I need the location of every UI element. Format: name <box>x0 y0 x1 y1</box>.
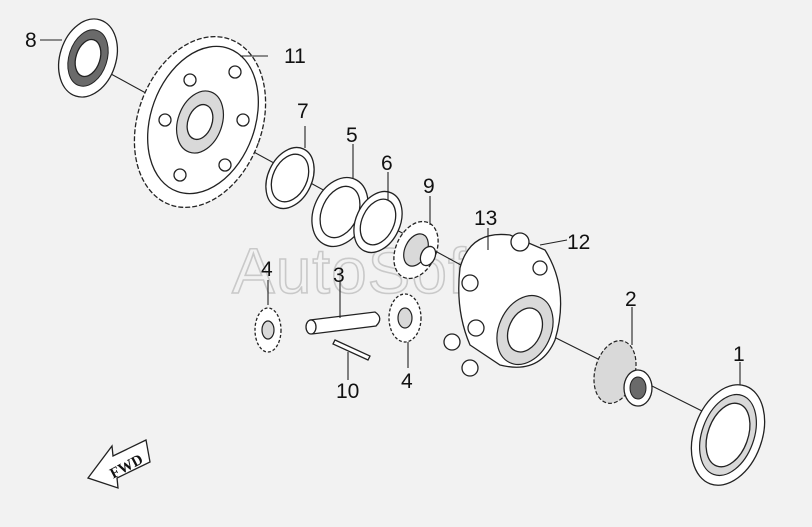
callout-5: 5 <box>346 124 358 147</box>
callout-4-left: 4 <box>261 258 273 281</box>
part-6-thrust-washer[interactable] <box>345 184 412 261</box>
part-11-ring-gear[interactable] <box>112 18 289 226</box>
callout-6: 6 <box>381 152 393 175</box>
part-4-pinion-gear-right[interactable] <box>388 293 422 343</box>
callout-4-right: 4 <box>401 370 413 393</box>
callout-10: 10 <box>336 380 359 403</box>
callout-7: 7 <box>297 100 309 123</box>
part-3-pinion-shaft[interactable] <box>305 311 381 335</box>
callout-9: 9 <box>423 175 435 198</box>
callout-13: 13 <box>474 207 497 230</box>
callout-2: 2 <box>625 288 637 311</box>
callout-3: 3 <box>333 264 345 287</box>
part-2-bearing[interactable] <box>587 336 653 408</box>
part-9-side-gear[interactable] <box>385 214 447 285</box>
part-7-thrust-washer[interactable] <box>257 140 324 217</box>
fwd-direction-arrow: FWD <box>86 439 151 489</box>
callout-1: 1 <box>733 343 745 366</box>
part-4-pinion-gear-left[interactable] <box>254 307 282 353</box>
part-10-lock-pin[interactable] <box>332 339 371 361</box>
part-differential-case[interactable] <box>443 232 564 377</box>
leader-lines <box>40 39 741 385</box>
part-8-bearing[interactable] <box>49 11 127 104</box>
callout-12: 12 <box>567 231 590 254</box>
callout-11: 11 <box>284 45 306 68</box>
callouts: 1 2 3 4 4 5 6 7 8 9 10 11 12 13 <box>25 29 745 403</box>
callout-8: 8 <box>25 29 37 52</box>
part-1-bearing-cup[interactable] <box>678 375 777 496</box>
